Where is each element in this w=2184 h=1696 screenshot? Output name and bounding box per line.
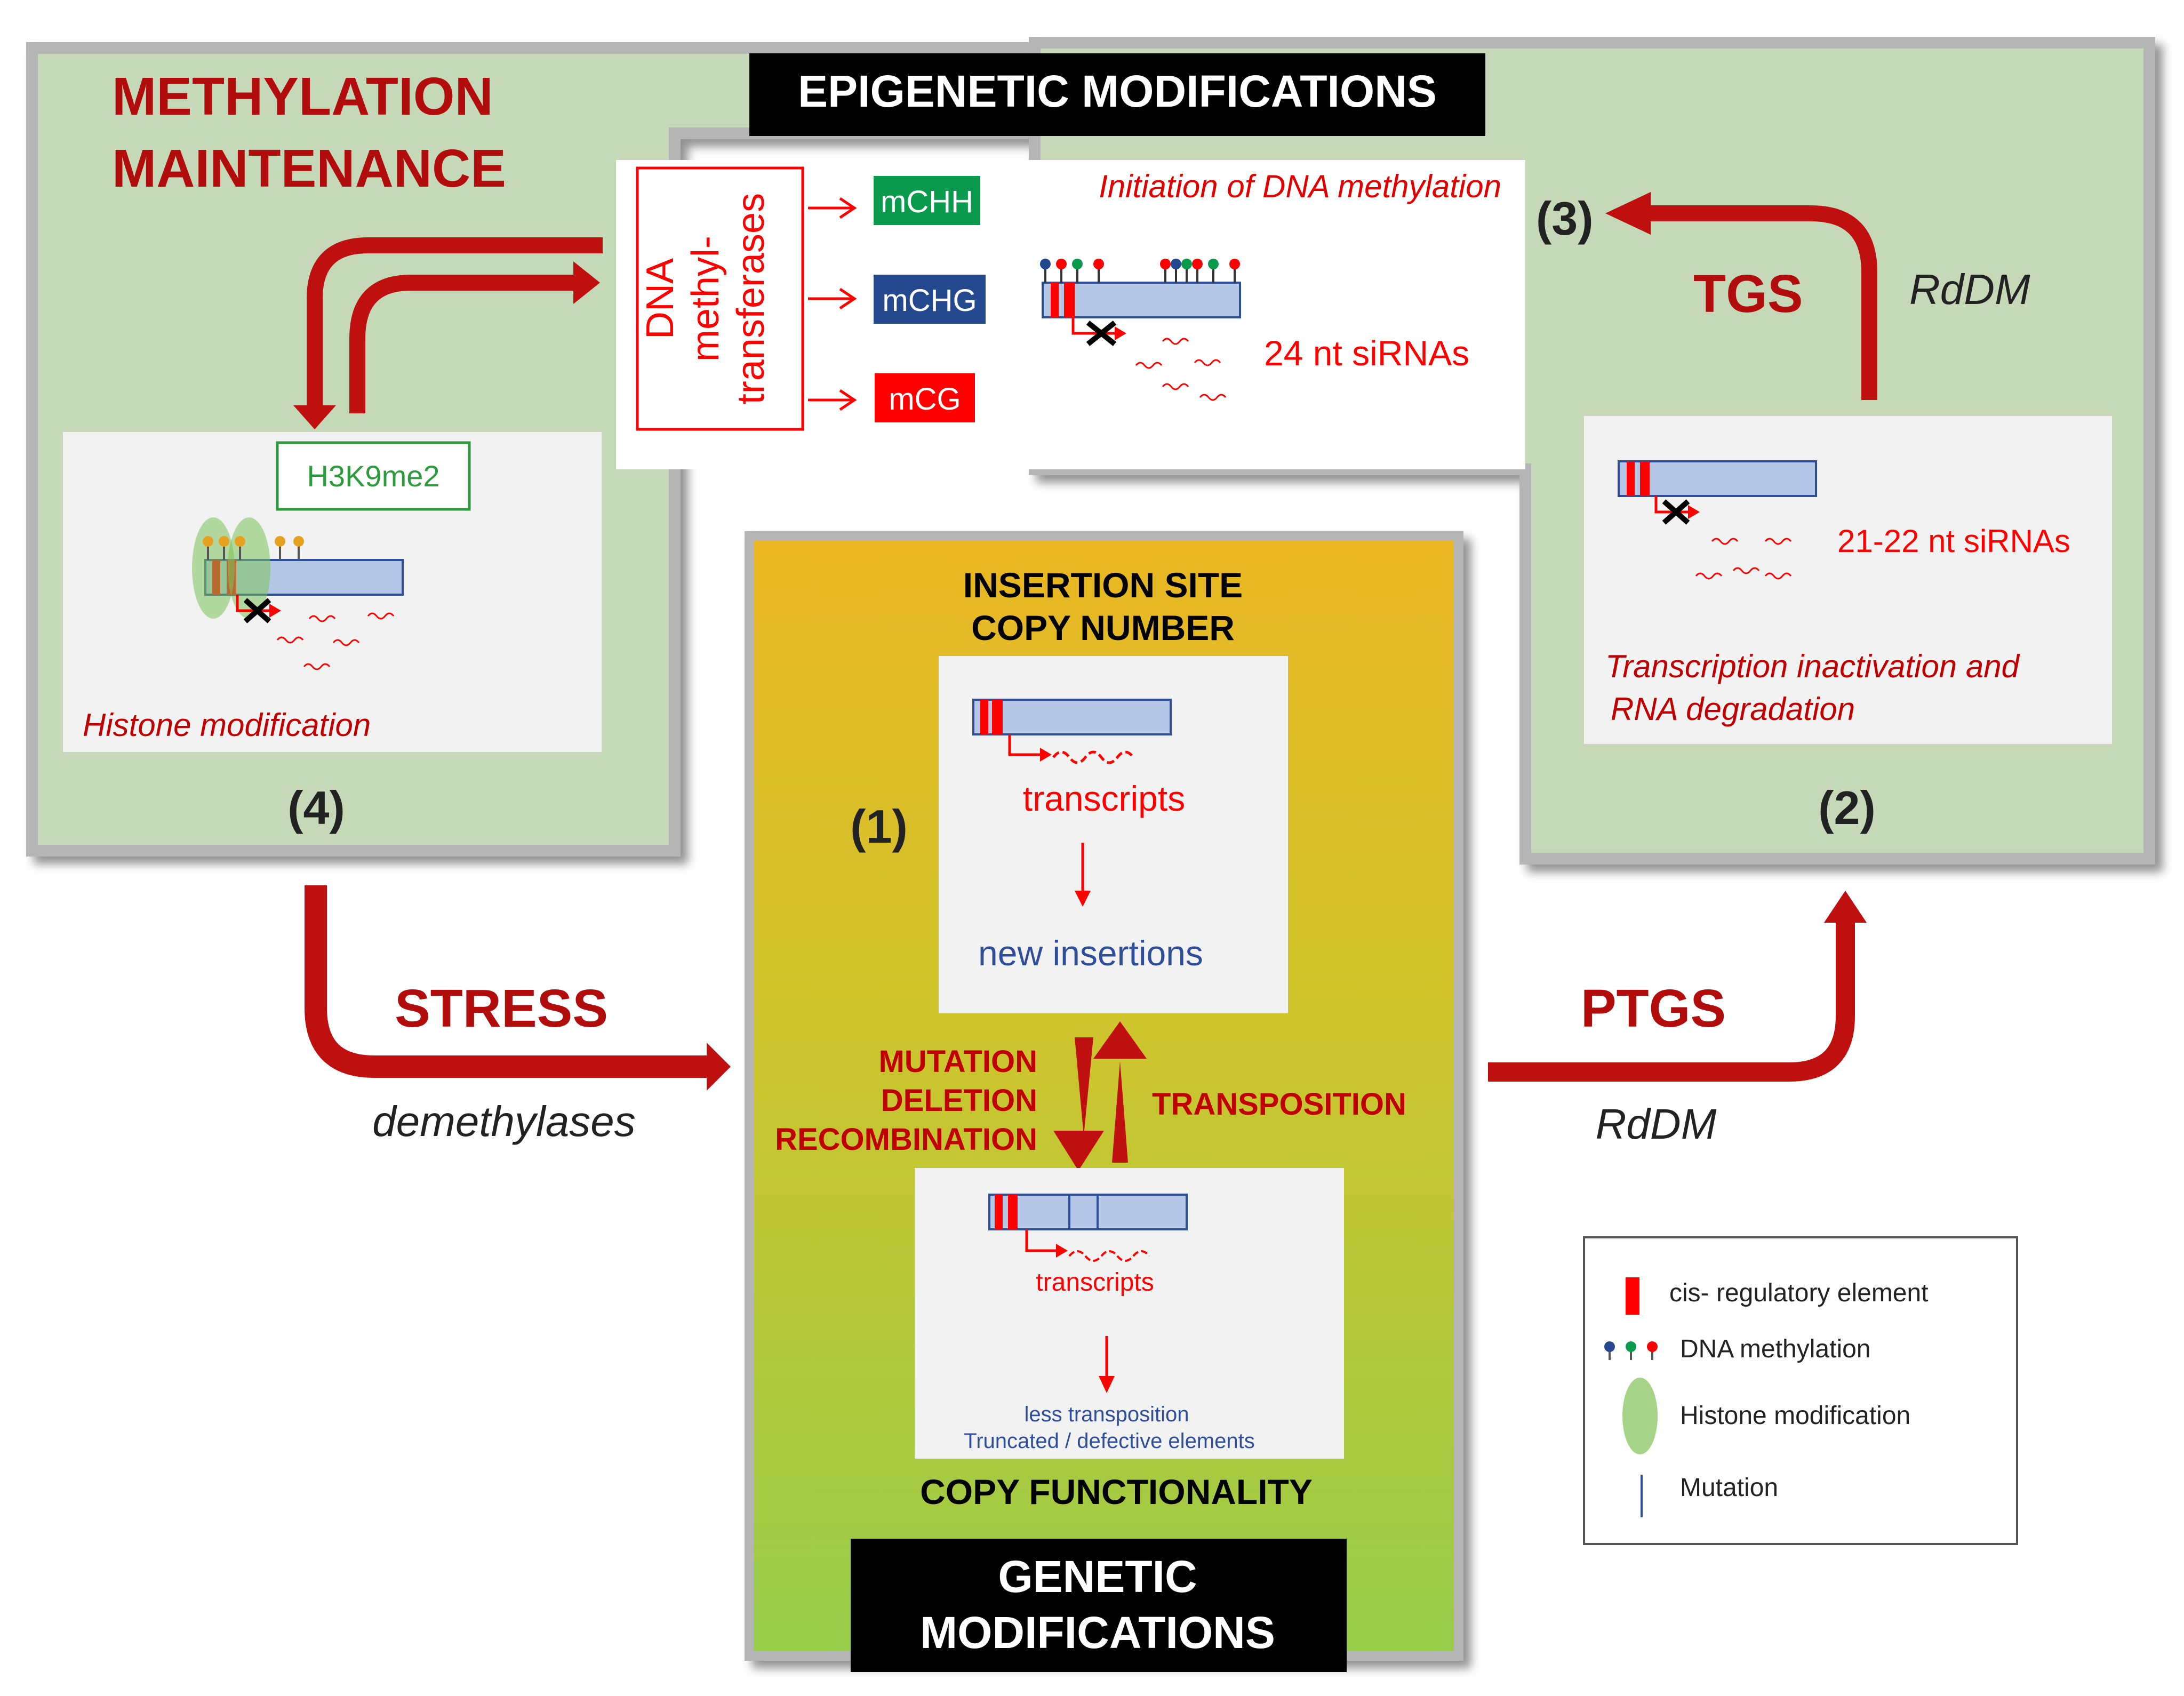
new-insertions-label: new insertions bbox=[978, 933, 1203, 973]
legend-mutation-label: Mutation bbox=[1680, 1474, 1778, 1502]
step-1-label: (1) bbox=[850, 800, 908, 853]
mchh-label: mCHH bbox=[881, 185, 973, 219]
mchg-label: mCHG bbox=[882, 283, 977, 318]
step-3-label: (3) bbox=[1536, 192, 1594, 245]
dna-methyltransferases-frame bbox=[636, 166, 804, 431]
legend-cis-label: cis- regulatory element bbox=[1669, 1279, 1929, 1307]
sirna-21nt-label: 21-22 nt siRNAs bbox=[1837, 523, 2070, 559]
transposition-arrow bbox=[1093, 1021, 1147, 1163]
truncated-label: Truncated / defective elements bbox=[964, 1429, 1254, 1453]
sirna-squiggles-21nt bbox=[1695, 538, 1792, 580]
demethylases-label: demethylases bbox=[372, 1098, 636, 1145]
transcripts-down-arrow bbox=[1075, 843, 1091, 907]
step-2-label: (2) bbox=[1818, 781, 1876, 834]
copy-number-title: COPY NUMBER bbox=[971, 608, 1235, 647]
histone-element bbox=[192, 517, 404, 623]
genetic-header-line1: GENETIC bbox=[998, 1551, 1197, 1602]
transcripts-small-label: transcripts bbox=[1036, 1268, 1154, 1297]
deletion-label: DELETION bbox=[881, 1083, 1037, 1118]
ptgs-arrow bbox=[1488, 891, 1867, 1082]
mchh-box bbox=[874, 176, 980, 225]
genetic-header-line2: MODIFICATIONS bbox=[920, 1607, 1275, 1658]
less-transposition-arrow bbox=[1099, 1336, 1115, 1393]
methyl-label: methyl- bbox=[684, 236, 727, 362]
ptgs-caption-line1: Transcription inactivation and bbox=[1605, 649, 2020, 684]
sirna-24nt-label: 24 nt siRNAs bbox=[1264, 333, 1469, 373]
h3k9me2-label: H3K9me2 bbox=[307, 459, 439, 493]
dna-label: DNA bbox=[639, 258, 682, 339]
copy-functionality-title: COPY FUNCTIONALITY bbox=[920, 1472, 1313, 1511]
ptgs-element bbox=[1618, 460, 1817, 525]
transcripts-label: transcripts bbox=[1023, 779, 1185, 818]
center-element-top bbox=[972, 699, 1172, 764]
insertion-site-title: INSERTION SITE bbox=[963, 565, 1243, 605]
epigenetic-header: EPIGENETIC MODIFICATIONS bbox=[798, 66, 1437, 116]
rddm-ptgs-label: RdDM bbox=[1596, 1100, 1717, 1148]
tgs-arrow bbox=[1605, 192, 1877, 400]
tgs-label: TGS bbox=[1693, 264, 1803, 324]
histone-sirna-squiggles bbox=[276, 612, 395, 670]
less-transposition-label: less transposition bbox=[1024, 1403, 1189, 1426]
epigenetic-header-box bbox=[749, 53, 1485, 136]
legend-methylation-label: DNA methylation bbox=[1680, 1335, 1871, 1363]
mcg-label: mCG bbox=[889, 382, 961, 417]
mutated-element bbox=[988, 1194, 1188, 1262]
genetic-header-box bbox=[851, 1539, 1347, 1672]
ptgs-caption-line2: RNA degradation bbox=[1611, 691, 1855, 727]
maintenance-loop-arrows bbox=[293, 237, 603, 429]
histone-caption: Histone modification bbox=[83, 707, 371, 743]
h3k9me2-frame bbox=[276, 441, 471, 511]
ptgs-label: PTGS bbox=[1581, 979, 1726, 1038]
recombination-label: RECOMBINATION bbox=[775, 1122, 1037, 1157]
methylated-element-top bbox=[1040, 259, 1241, 346]
methyltransferase-arrows bbox=[808, 197, 857, 411]
mcg-box bbox=[875, 373, 975, 422]
legend-box bbox=[1583, 1236, 2018, 1545]
legend-cis-icon bbox=[1626, 1277, 1639, 1315]
legend-methylation-icon bbox=[1604, 1341, 1658, 1360]
mutation-label: MUTATION bbox=[879, 1044, 1037, 1079]
initiation-caption: Initiation of DNA methylation bbox=[1099, 169, 1501, 204]
mchg-box bbox=[874, 275, 986, 324]
rddm-tgs-label: RdDM bbox=[1909, 266, 2030, 313]
legend-histone-label: Histone modification bbox=[1680, 1402, 1910, 1430]
step-4-label: (4) bbox=[287, 781, 345, 834]
transferases-label: transferases bbox=[730, 193, 772, 404]
sirna-squiggles-24nt bbox=[1135, 338, 1227, 401]
transposition-label: TRANSPOSITION bbox=[1152, 1087, 1406, 1122]
stress-label: STRESS bbox=[395, 979, 608, 1038]
legend-histone-icon bbox=[1622, 1378, 1658, 1454]
maintenance-title-line2: MAINTENANCE bbox=[112, 139, 506, 198]
stress-arrow bbox=[305, 885, 731, 1091]
mutation-arrow bbox=[1053, 1037, 1104, 1171]
maintenance-title-line1: METHYLATION bbox=[112, 67, 493, 126]
